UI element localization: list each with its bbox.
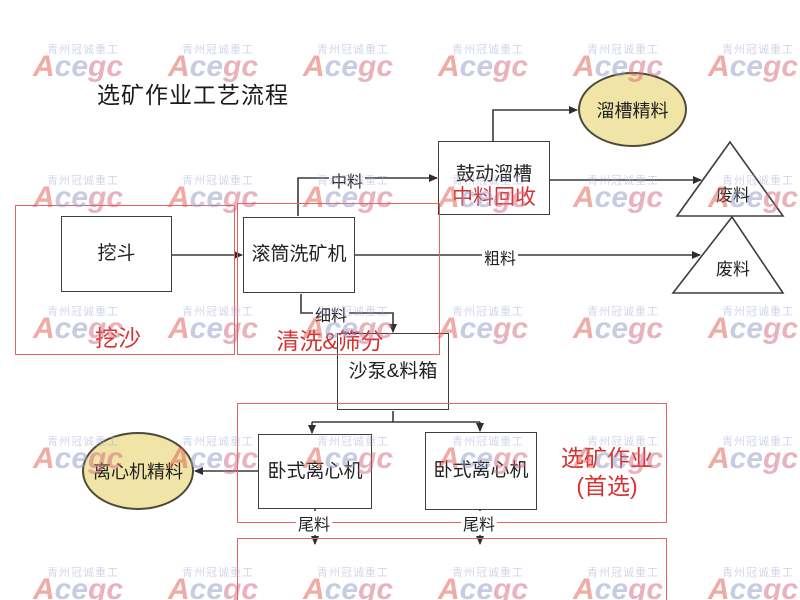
node-centrifuge-concentrate: 离心机精料 [82,432,194,510]
region-beneficiation-label: 选矿作业 (首选) [546,444,668,500]
page-title: 选矿作业工艺流程 [97,82,289,108]
node-agitation-chute-note: 中料回收 [452,185,536,209]
node-centrifuge-left: 卧式离心机 [258,434,372,509]
edge-label-tailings-left: 尾料 [296,511,333,535]
edge-chute-to-concentrate [492,106,578,141]
edge-label-tailings-right: 尾料 [461,511,498,535]
edge-label-coarse-material: 粗料 [482,245,519,269]
waste-triangle-top [675,140,785,217]
node-drum-washer: 滚筒洗矿机 [243,217,355,293]
edge-label-middle-material: 中料 [329,168,366,192]
region-beneficiation-label-line1: 选矿作业 [561,445,653,471]
node-excavator-bucket: 挖斗 [61,216,172,292]
node-chute-concentrate: 溜槽精料 [578,72,687,147]
node-centrifuge-left-label: 卧式离心机 [267,460,363,482]
edge-label-fine-material: 细料 [313,302,350,326]
node-drum-washer-label: 滚筒洗矿机 [251,244,347,266]
node-chute-concentrate-label: 溜槽精料 [596,100,669,121]
node-agitation-chute: 鼓动溜槽 中料回收 [438,141,550,215]
node-excavator-bucket-label: 挖斗 [97,243,136,265]
region-digging-label: 挖沙 [95,325,141,351]
edge-drum-to-chute [297,174,438,216]
node-centrifuge-right-label: 卧式离心机 [433,460,529,482]
node-centrifuge-concentrate-label: 离心机精料 [93,462,183,482]
region-washing-screening-label: 清洗&筛分 [276,328,384,354]
region-beneficiation-label-line2: (首选) [576,473,638,500]
waste-top-label: 废料 [716,186,750,205]
waste-triangle-bottom [671,215,785,294]
waste-bottom-label: 废料 [716,260,750,279]
node-centrifuge-right: 卧式离心机 [425,432,537,510]
node-sand-pump-hopper-label: 沙泵&料箱 [348,360,438,382]
node-sand-pump-hopper: 沙泵&料箱 [337,333,449,410]
node-agitation-chute-label: 鼓动溜槽 [455,164,532,186]
